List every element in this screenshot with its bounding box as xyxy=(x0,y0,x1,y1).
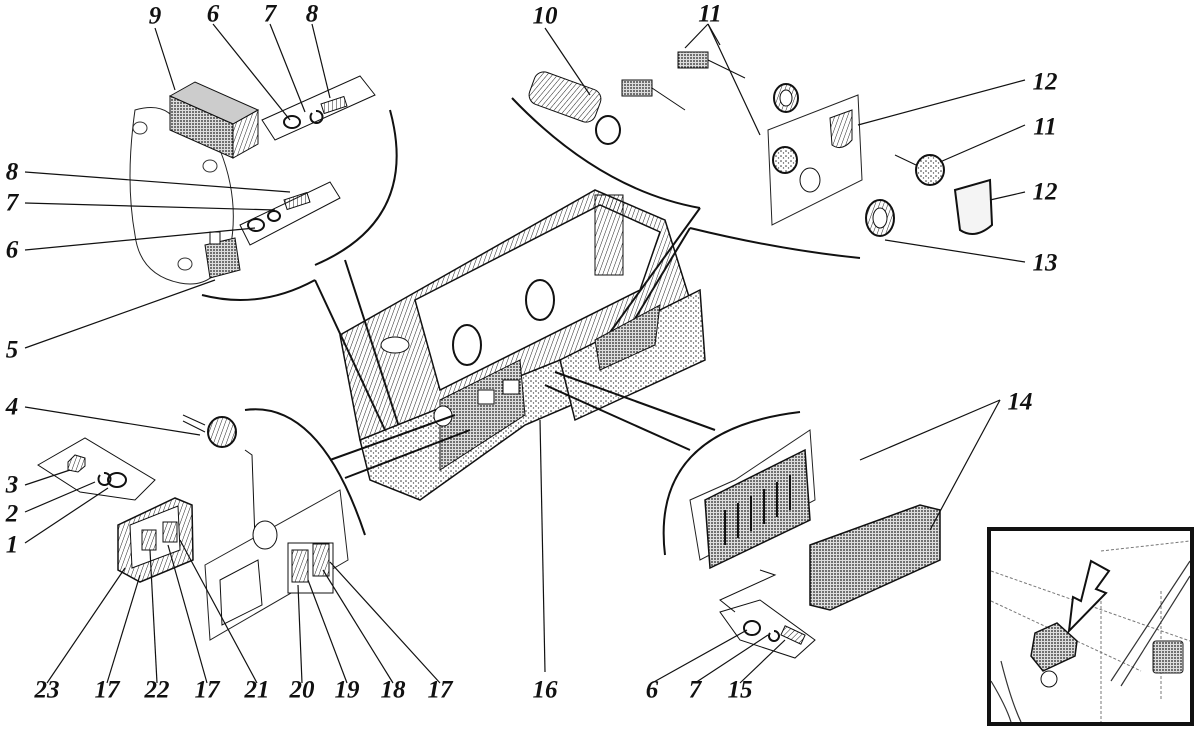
inset-socket xyxy=(1040,670,1058,688)
detail-bubble-fuse-block xyxy=(544,371,801,556)
callout-label: 5 xyxy=(5,336,19,364)
callout-label: 14 xyxy=(1007,388,1033,416)
callout-label: 6 xyxy=(645,676,659,704)
callout-label: 17 xyxy=(194,676,220,704)
callout-label: 23 xyxy=(34,676,60,704)
switch-panel-plate xyxy=(204,489,349,641)
ignition-switch xyxy=(528,71,621,145)
hardware-group-middle xyxy=(239,181,341,246)
inset-drawing xyxy=(991,540,1190,722)
lamp-socket xyxy=(182,414,256,541)
callout-label: 7 xyxy=(688,676,702,704)
location-inset xyxy=(987,527,1194,726)
relay-small xyxy=(204,231,241,279)
relay-large xyxy=(168,81,260,159)
inset-fuse-block xyxy=(1030,622,1078,672)
callout-label: 18 xyxy=(380,676,406,704)
callout-label: 8 xyxy=(305,0,319,28)
callout-label: 17 xyxy=(427,676,453,704)
callout-label: 10 xyxy=(532,2,558,30)
callout-label: 9 xyxy=(148,2,162,30)
callout-label: 16 xyxy=(532,676,558,704)
callout-label: 11 xyxy=(698,0,722,28)
callout-label: 15 xyxy=(727,676,753,704)
callout-label: 7 xyxy=(263,0,277,28)
callout-label: 2 xyxy=(5,500,19,528)
hardware-group-upper xyxy=(261,75,376,141)
callout-label: 20 xyxy=(289,676,315,704)
callout-label: 19 xyxy=(334,676,360,704)
hardware-group-lower xyxy=(719,569,816,659)
fuse-block-cover xyxy=(809,504,941,611)
fuse-block xyxy=(689,429,816,570)
callout-label: 17 xyxy=(94,676,120,704)
switch-block-loose xyxy=(117,497,194,583)
location-arrow-icon xyxy=(1067,559,1111,634)
callout-label: 22 xyxy=(144,676,170,704)
callout-label: 13 xyxy=(1032,249,1058,277)
lamp-and-bezel-loose xyxy=(865,154,994,237)
callout-label: 8 xyxy=(5,158,19,186)
inset-door-handle xyxy=(1152,640,1184,674)
callout-label: 7 xyxy=(5,189,19,217)
callout-label: 11 xyxy=(1033,113,1057,141)
callout-label: 6 xyxy=(5,236,19,264)
callout-label: 1 xyxy=(5,531,19,559)
lamp-panel-plate xyxy=(767,94,863,226)
callout-label: 12 xyxy=(1032,178,1058,206)
callout-label: 21 xyxy=(244,676,270,704)
hardware-group-left xyxy=(37,437,156,501)
leader-lines xyxy=(24,23,1026,684)
callout-label: 12 xyxy=(1032,68,1058,96)
callout-label: 4 xyxy=(5,393,19,421)
callout-label: 6 xyxy=(206,0,220,28)
lamp-connectors xyxy=(621,51,799,113)
instrument-panel xyxy=(339,189,706,501)
detail-bubble-switches xyxy=(244,408,471,536)
callout-label: 3 xyxy=(5,471,19,499)
